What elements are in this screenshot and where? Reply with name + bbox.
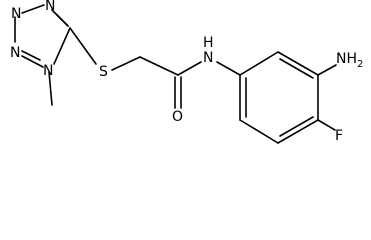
bond-ring-c2-c3-inner xyxy=(279,58,314,79)
bond-ring-amino xyxy=(317,64,337,76)
bond-c5-s xyxy=(69,27,97,65)
amino-nh-text: NH xyxy=(336,51,357,67)
bond-ring-c4-c5 xyxy=(277,119,319,144)
atom-label-o: O xyxy=(172,109,183,125)
atom-label-n4: N xyxy=(43,63,53,79)
bond-n4-n3 xyxy=(21,55,44,68)
bond-n3-inner-double xyxy=(21,50,41,61)
bond-ring-c5-c6 xyxy=(239,119,279,144)
bond-c5-n4 xyxy=(53,27,71,65)
atom-label-n1: N xyxy=(45,0,55,14)
atom-label-s: S xyxy=(99,64,108,80)
bond-ring-c2-c3 xyxy=(277,51,319,76)
chemical-structure-diagram: N N N N S O H N NH2 F xyxy=(10,0,363,144)
bond-s-ch2 xyxy=(111,56,141,71)
bond-ring-fluoro xyxy=(317,119,336,131)
atom-label-f: F xyxy=(335,128,343,144)
atom-label-n2: N xyxy=(11,6,21,22)
atom-label-n3: N xyxy=(10,45,20,61)
atom-label-h: H xyxy=(203,35,214,51)
atom-label-n-amide: N xyxy=(203,50,213,66)
bond-n2-n1 xyxy=(21,4,45,14)
bond-ring-c4-c5-inner xyxy=(279,116,314,137)
bond-n-ring xyxy=(216,61,241,76)
bond-ch2-carbonyl xyxy=(139,56,179,76)
bond-carbonyl-n xyxy=(177,61,202,76)
bond-c5-n1-ring-double xyxy=(56,14,69,27)
bond-n4-methyl xyxy=(48,71,53,106)
bond-ring-c1-c2 xyxy=(239,51,279,76)
amino-subscript-2: 2 xyxy=(357,59,363,70)
atom-label-nh2: NH2 xyxy=(336,51,363,70)
